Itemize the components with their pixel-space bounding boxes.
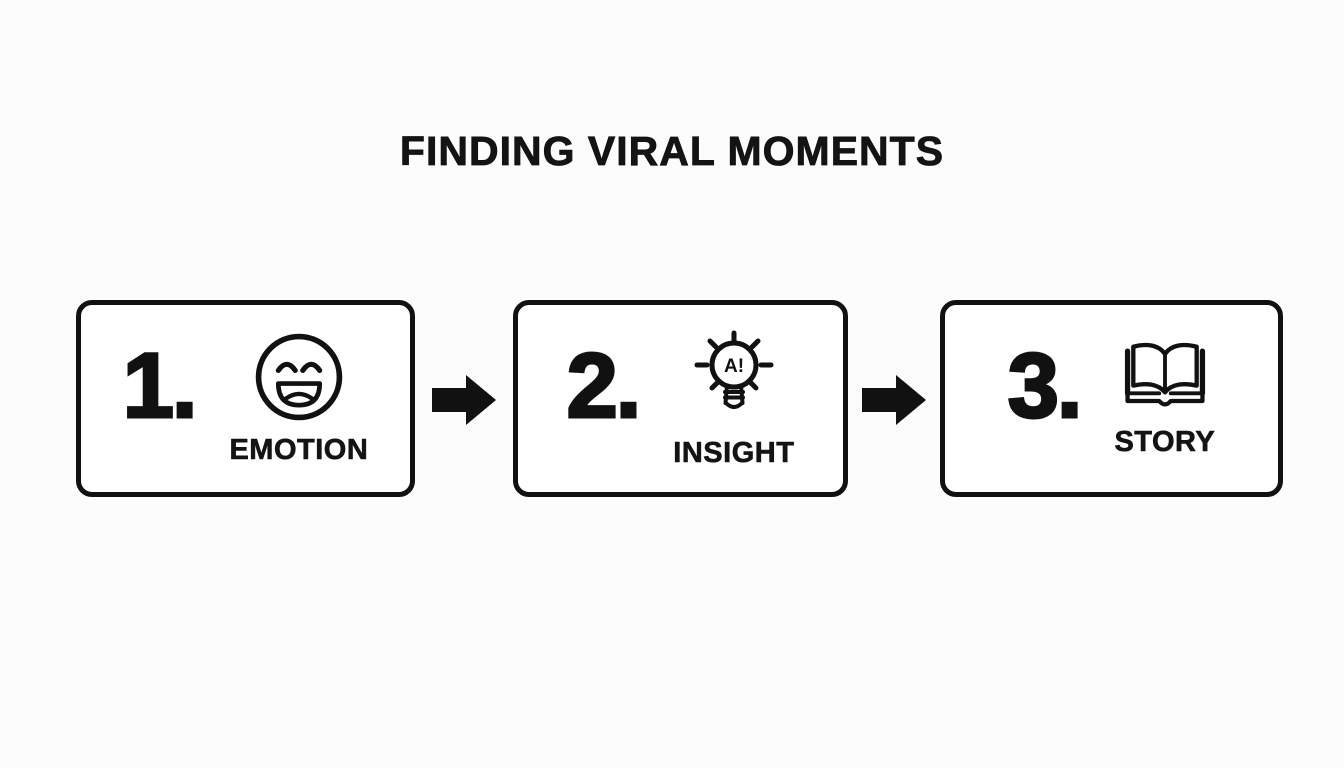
step-number: 2. [565, 334, 643, 437]
step-label: STORY [1114, 426, 1216, 459]
bulb-text: A! [724, 356, 744, 377]
arrow-right-icon [862, 373, 928, 427]
step-number: 1. [121, 334, 199, 437]
step-content: STORY [1114, 338, 1215, 459]
step-label: INSIGHT [673, 437, 795, 470]
step-box-insight: 2. A! [513, 300, 848, 497]
step-box-emotion: 1. EMOTION [76, 300, 415, 497]
lightbulb-aha-icon: A! [684, 327, 784, 427]
step-box-story: 3. STORY [940, 300, 1283, 497]
step-content: EMOTION [229, 330, 368, 467]
step-content: A! INSIGHT [673, 327, 794, 470]
step-label: EMOTION [229, 434, 369, 467]
diagram-title: FINDING VIRAL MOMENTS [399, 128, 945, 175]
step-number: 3. [1006, 334, 1084, 437]
open-book-icon [1117, 338, 1213, 416]
laughing-face-icon [252, 330, 346, 424]
arrow-right-icon [432, 373, 498, 427]
